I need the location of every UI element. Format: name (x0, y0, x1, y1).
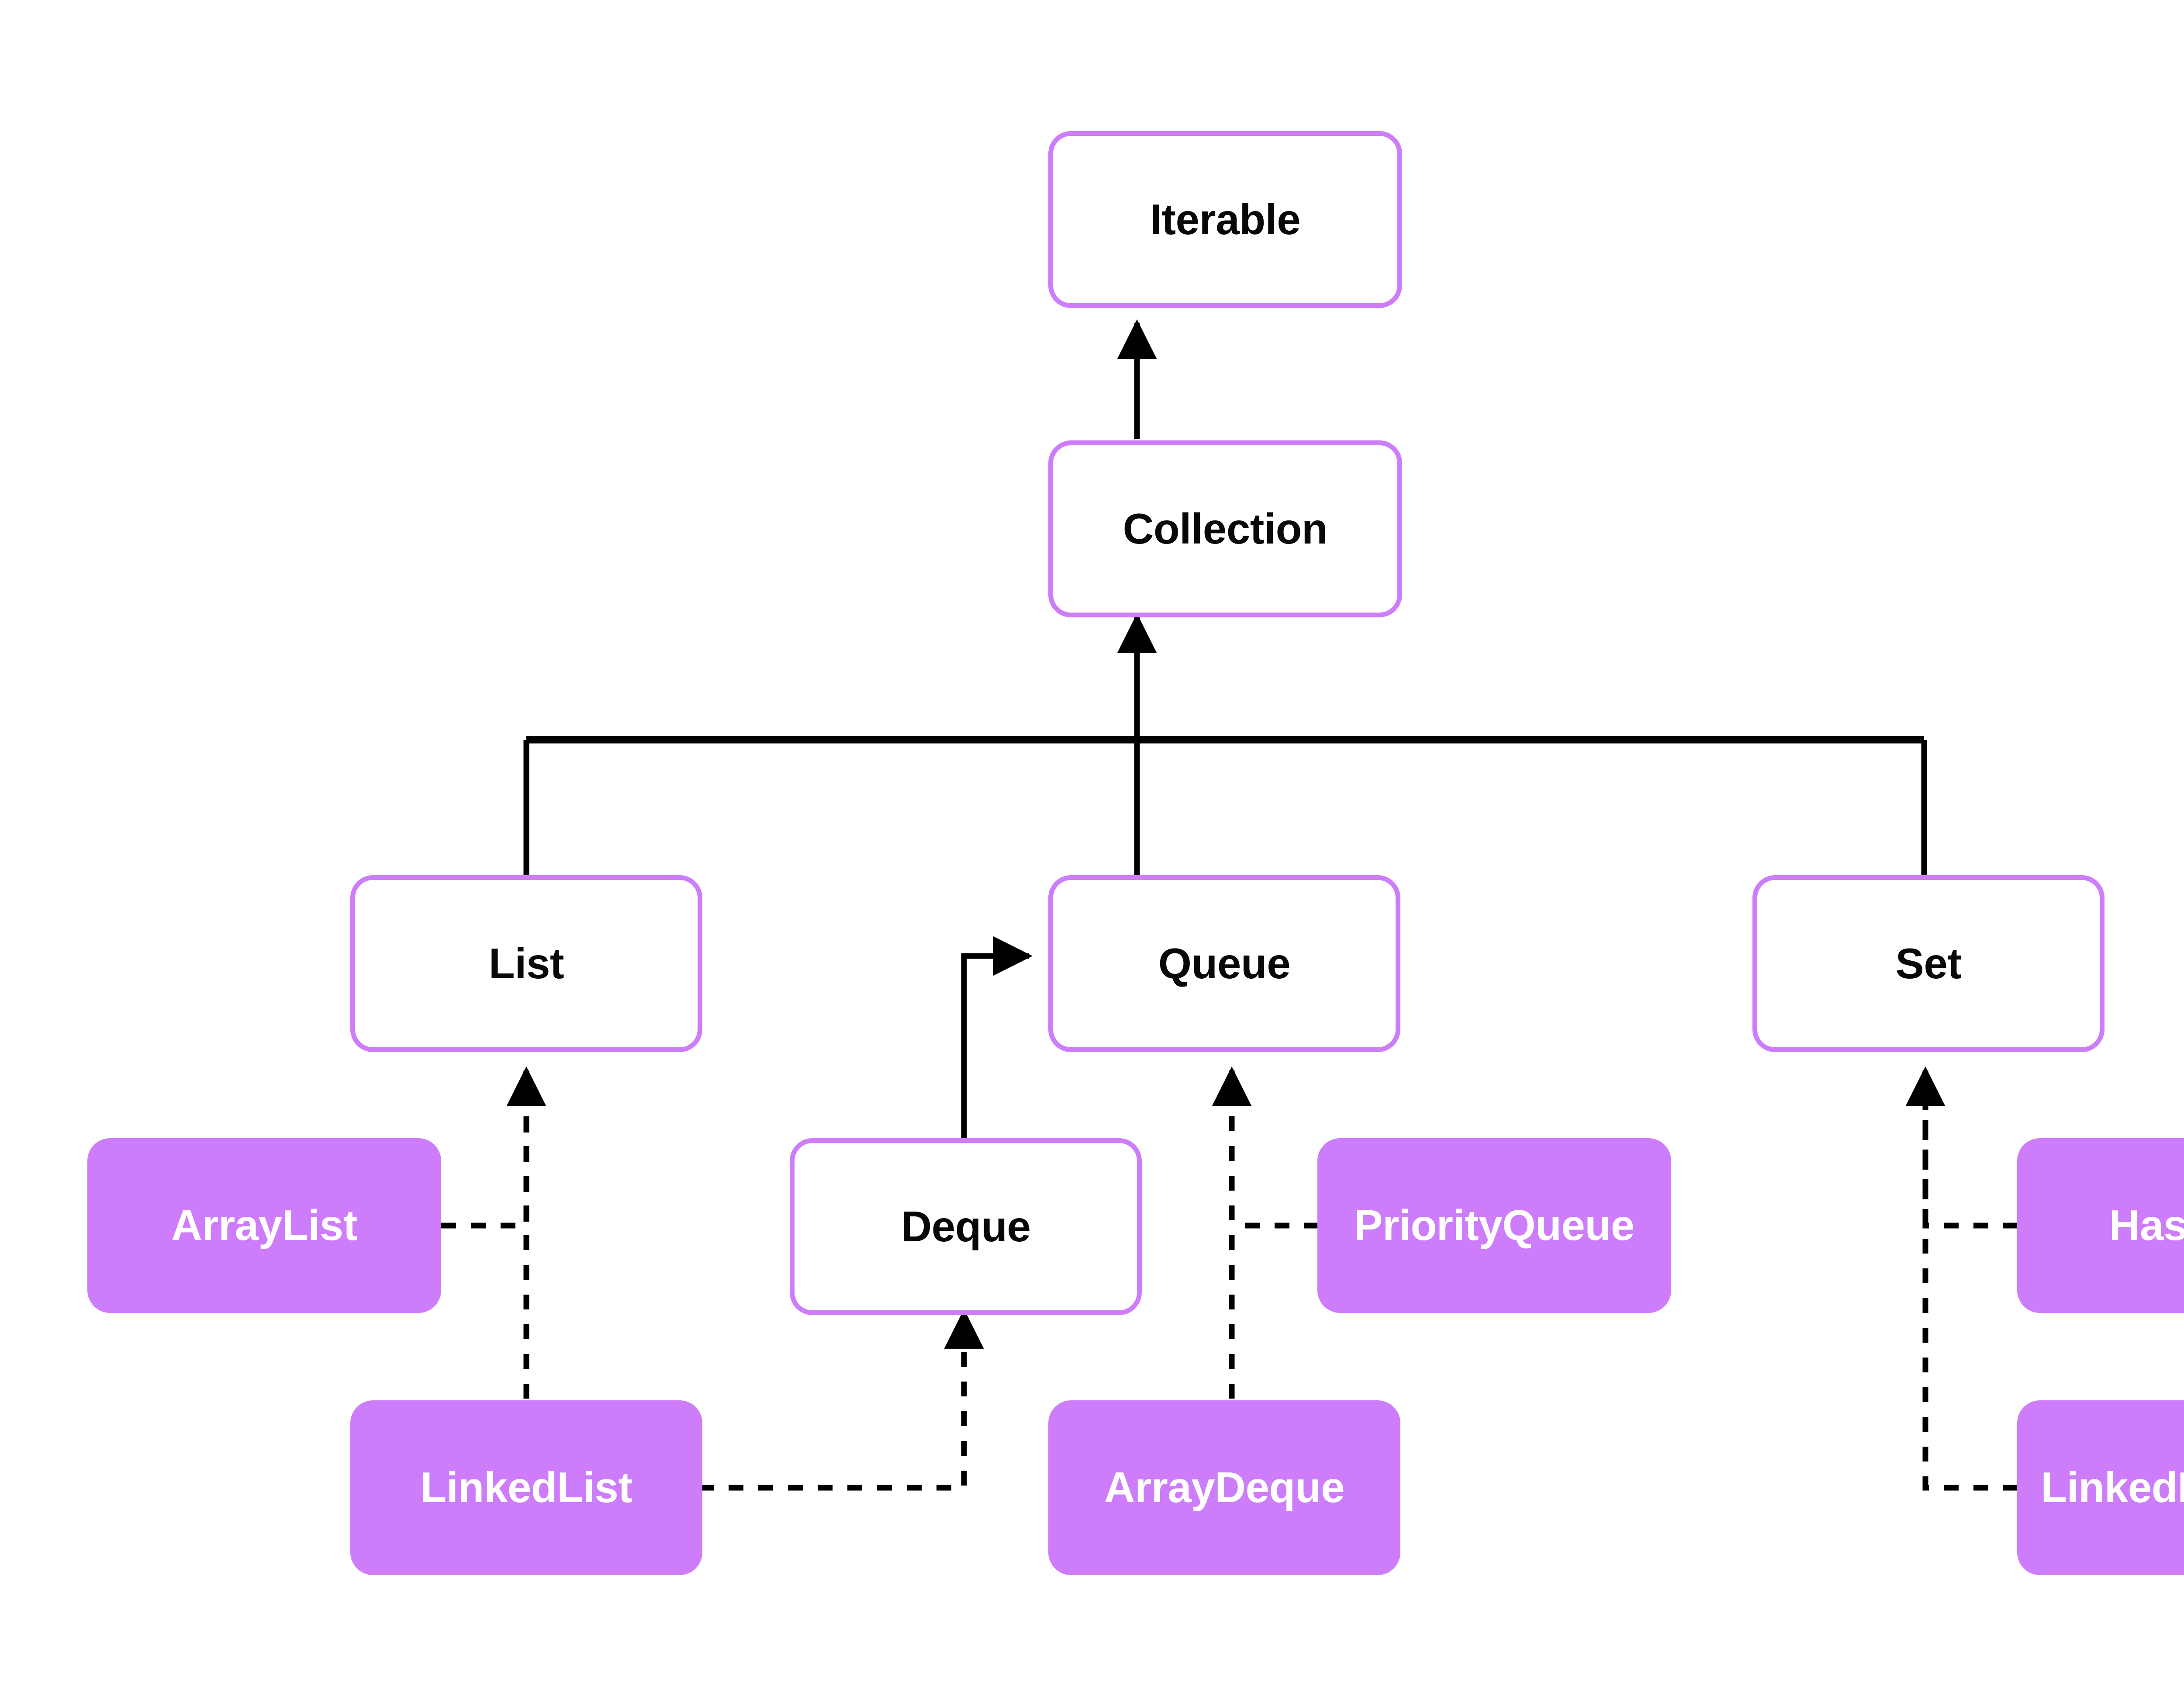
edge-subinterfaces-to-collection (523, 613, 1927, 876)
node-list[interactable]: List (350, 875, 702, 1052)
node-arraydeque[interactable]: ArrayDeque (1048, 1400, 1400, 1575)
node-deque-label: Deque (901, 1202, 1031, 1250)
node-iterable[interactable]: Iterable (1048, 131, 1402, 308)
edge-linkedlist-to-deque (699, 1309, 984, 1491)
node-collection-label: Collection (1123, 504, 1328, 553)
node-arraydeque-label: ArrayDeque (1104, 1463, 1345, 1512)
node-list-label: List (488, 939, 564, 987)
node-priorityqueue-label: PriorityQueue (1354, 1201, 1635, 1250)
edge-arraylist-to-list (441, 1066, 546, 1229)
node-hashset-label: HashSet (2109, 1201, 2184, 1250)
node-set[interactable]: Set (1752, 875, 2105, 1052)
node-collection[interactable]: Collection (1048, 440, 1402, 617)
node-queue[interactable]: Queue (1048, 875, 1400, 1052)
edge-linkedhashset-to-set (1905, 1066, 2018, 1491)
node-set-label: Set (1895, 939, 1962, 987)
node-priorityqueue[interactable]: PriorityQueue (1317, 1138, 1671, 1313)
node-deque[interactable]: Deque (790, 1138, 1142, 1315)
edge-hashset-to-set (1905, 1066, 2018, 1229)
node-linkedhashset[interactable]: LinkedHashSet (2017, 1400, 2184, 1575)
legend: 인터페이스 구현체 상속 (0, 0, 2184, 481)
node-hashset[interactable]: HashSet (2017, 1138, 2184, 1313)
node-queue-label: Queue (1158, 939, 1291, 987)
node-arraylist-label: ArrayList (171, 1201, 357, 1250)
node-linkedlist-label: LinkedList (420, 1463, 632, 1512)
node-linkedlist[interactable]: LinkedList (350, 1400, 702, 1575)
node-linkedhashset-label: LinkedHashSet (2041, 1463, 2184, 1512)
node-arraylist[interactable]: ArrayList (87, 1138, 441, 1313)
node-iterable-label: Iterable (1150, 195, 1301, 243)
